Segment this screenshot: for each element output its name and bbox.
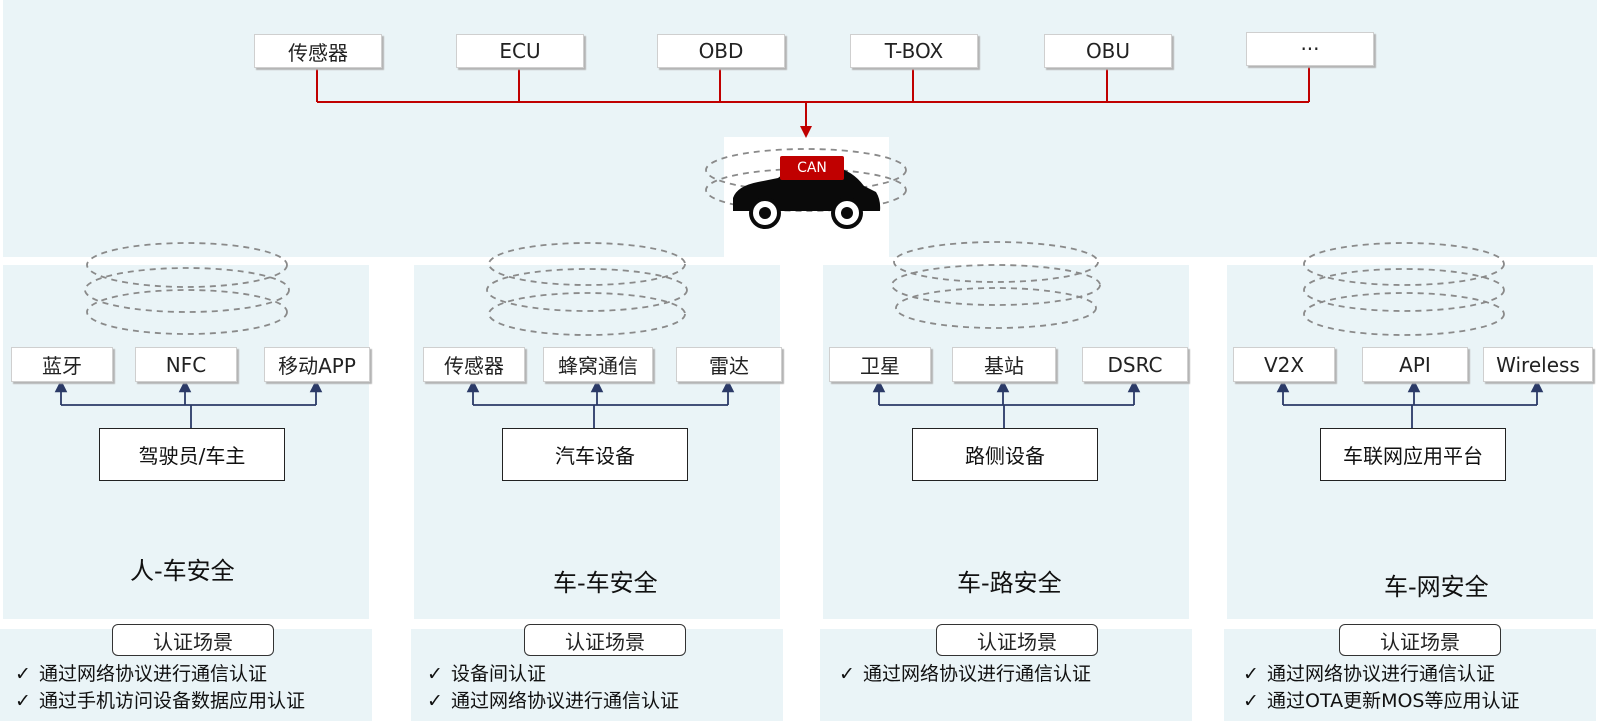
check-icon: ✓ — [427, 663, 443, 685]
signal-ring — [86, 289, 288, 335]
check-icon: ✓ — [427, 690, 443, 712]
auth-bullet-list: ✓通过网络协议进行通信认证 ✓通过OTA更新MOS等应用认证 — [1243, 661, 1520, 715]
channel-box-wireless: Wireless — [1483, 347, 1593, 382]
component-box-tbox: T-BOX — [850, 34, 978, 68]
auth-scene-label: 认证场景 — [1339, 624, 1501, 656]
auth-scene-label: 认证场景 — [936, 624, 1098, 656]
actor-box-vehicle-device: 汽车设备 — [502, 428, 688, 481]
component-box-obd: OBD — [657, 34, 785, 68]
component-box-sensor: 传感器 — [254, 34, 382, 68]
component-box-more: ··· — [1246, 32, 1374, 66]
signal-ring — [1303, 242, 1505, 286]
signal-ring — [1303, 292, 1505, 336]
auth-bullet-list: ✓通过网络协议进行通信认证 ✓通过手机访问设备数据应用认证 — [15, 661, 305, 715]
auth-scene-label: 认证场景 — [112, 624, 274, 656]
panel-title-vehicle-network: 车-网安全 — [1384, 573, 1489, 601]
auth-bullet: ✓通过OTA更新MOS等应用认证 — [1243, 688, 1520, 715]
auth-bullet-list: ✓设备间认证 ✓通过网络协议进行通信认证 — [427, 661, 679, 715]
auth-bullet: ✓通过网络协议进行通信认证 — [1243, 661, 1520, 688]
signal-ring — [488, 292, 686, 336]
car-hub — [759, 207, 771, 219]
actor-box-roadside-device: 路侧设备 — [912, 428, 1098, 481]
check-icon: ✓ — [15, 690, 31, 712]
signal-ring — [705, 168, 907, 212]
auth-bullet: ✓通过手机访问设备数据应用认证 — [15, 688, 305, 715]
auth-bullet-list: ✓通过网络协议进行通信认证 — [839, 661, 1091, 688]
auth-scene-label: 认证场景 — [524, 624, 686, 656]
channel-box-mobile-app: 移动APP — [264, 347, 370, 382]
check-icon: ✓ — [1243, 690, 1259, 712]
auth-bullet: ✓通过网络协议进行通信认证 — [15, 661, 305, 688]
channel-box-bluetooth: 蓝牙 — [11, 347, 113, 382]
can-label: CAN — [797, 160, 827, 176]
signal-ring — [488, 242, 686, 286]
check-icon: ✓ — [1243, 663, 1259, 685]
actor-box-driver: 驾驶员/车主 — [99, 428, 285, 481]
channel-box-radar: 雷达 — [676, 347, 782, 382]
channel-box-sensor: 传感器 — [423, 347, 525, 382]
actor-box-iov-platform: 车联网应用平台 — [1320, 428, 1506, 481]
check-icon: ✓ — [15, 663, 31, 685]
panel-title-person-vehicle: 人-车安全 — [130, 557, 235, 585]
channel-box-dsrc: DSRC — [1082, 347, 1188, 382]
panel-title-vehicle-vehicle: 车-车安全 — [553, 569, 658, 597]
auth-bullet: ✓设备间认证 — [427, 661, 679, 688]
signal-ring — [486, 268, 688, 312]
channel-box-api: API — [1362, 347, 1468, 382]
auth-bullet: ✓通过网络协议进行通信认证 — [427, 688, 679, 715]
panel-title-vehicle-road: 车-路安全 — [957, 569, 1062, 597]
component-box-ecu: ECU — [456, 34, 584, 68]
auth-bullet: ✓通过网络协议进行通信认证 — [839, 661, 1091, 688]
can-block — [780, 156, 844, 180]
channel-box-v2x: V2X — [1233, 347, 1335, 382]
check-icon: ✓ — [839, 663, 855, 685]
channel-box-base-station: 基站 — [952, 347, 1056, 382]
channel-box-satellite: 卫星 — [829, 347, 931, 382]
signal-ring — [893, 241, 1099, 283]
signal-ring — [1303, 268, 1505, 312]
channel-box-cellular: 蜂窝通信 — [543, 347, 653, 382]
signal-ring — [895, 287, 1097, 329]
component-box-obu: OBU — [1044, 34, 1172, 68]
signal-ring — [86, 242, 288, 288]
signal-ring — [84, 267, 290, 313]
car-hub — [841, 207, 853, 219]
signal-ring — [705, 148, 907, 192]
channel-box-nfc: NFC — [135, 347, 237, 382]
signal-ring — [891, 264, 1101, 306]
